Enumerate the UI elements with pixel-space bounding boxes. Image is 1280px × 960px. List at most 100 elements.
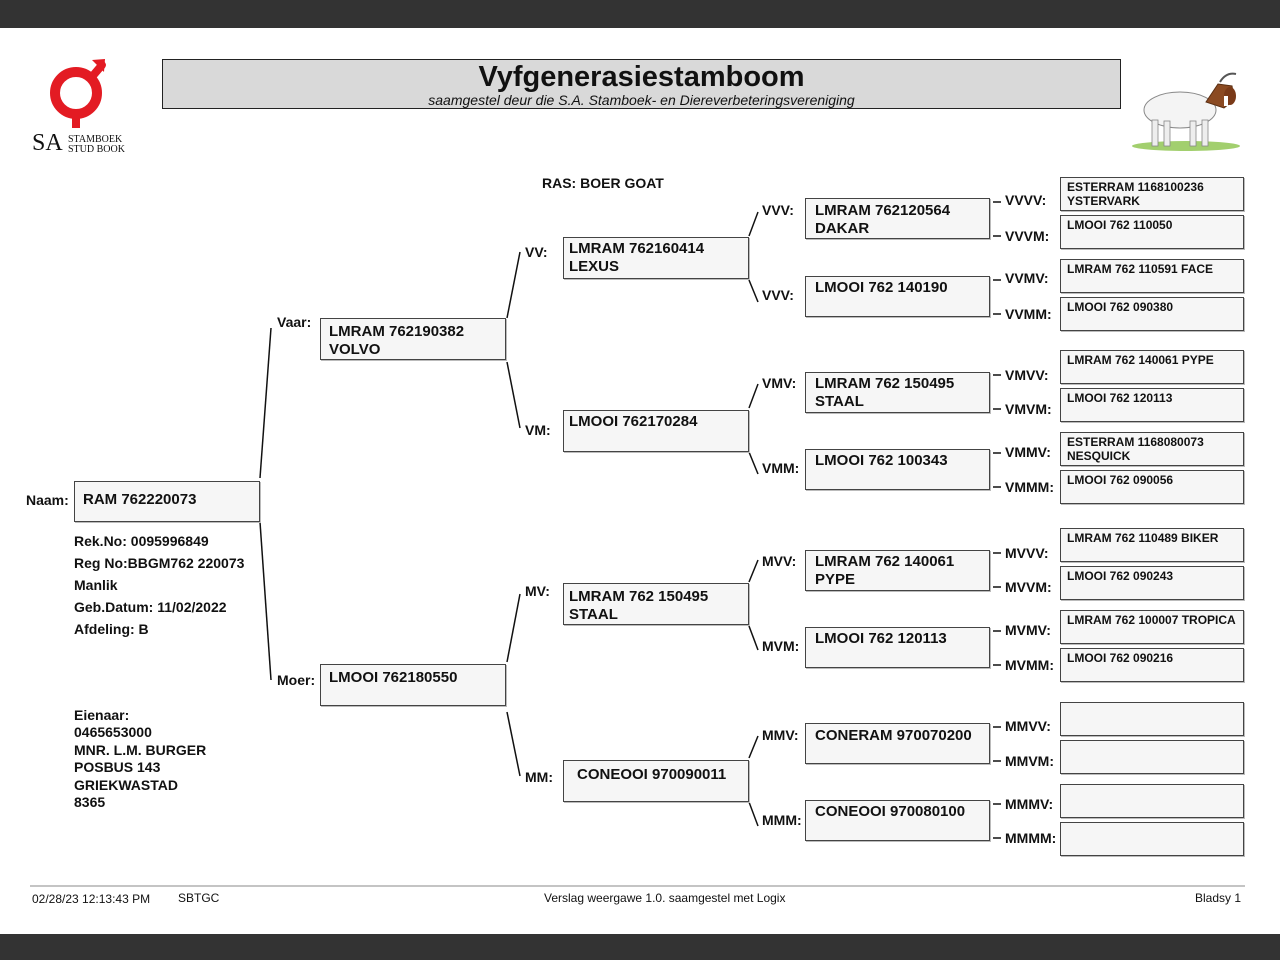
mmmm-box[interactable] (1060, 822, 1244, 856)
connector-mvv (748, 559, 759, 583)
reg-no: Reg No:BBGM762 220073 (74, 555, 245, 571)
mvvv-label: MVVV: (1005, 545, 1049, 561)
dam-label: Moer: (277, 672, 316, 688)
report-header: Vyfgenerasiestamboom saamgestel deur die… (162, 59, 1121, 109)
connector-mvm (748, 625, 759, 651)
vv-label: VV: (525, 244, 548, 260)
footer-report: Verslag weergawe 1.0. saamgestel met Log… (544, 891, 786, 905)
vmmv-label: VMMV: (1005, 444, 1051, 460)
subject-animal-box[interactable]: RAM 762220073 (74, 481, 260, 522)
connector-mmm (748, 801, 759, 827)
vvvv-box[interactable]: ESTERRAM 1168100236 YSTERVARK (1060, 177, 1244, 211)
mvmm-box[interactable]: LMOOI 762 090216 (1060, 648, 1244, 682)
vm-label: VM: (525, 422, 551, 438)
boer-goat-illustration-icon (1132, 72, 1240, 151)
mvvm-label: MVVM: (1005, 579, 1052, 595)
connector-vm (506, 361, 521, 429)
vmv-label: VMV: (762, 375, 797, 391)
logo-sa-text: SA (32, 130, 63, 156)
mvmv-box[interactable]: LMRAM 762 100007 TROPICA (1060, 610, 1244, 644)
viewer-bottom-bar (0, 934, 1280, 960)
viewer-top-bar (0, 0, 1280, 28)
vvmv-label: VVMV: (1005, 270, 1049, 286)
connector-vvm (748, 279, 759, 303)
dam-box[interactable]: LMOOI 762180550 (320, 664, 506, 706)
connector-mm (506, 711, 521, 777)
vvm-label: VVV: (762, 287, 794, 303)
vmvm-label: VMVM: (1005, 401, 1052, 417)
vvmm-box[interactable]: LMOOI 762 090380 (1060, 297, 1244, 331)
vmmm-box[interactable]: LMOOI 762 090056 (1060, 470, 1244, 504)
vmvv-box[interactable]: LMRAM 762 140061 PYPE (1060, 350, 1244, 384)
studbook-logo: SA STAMBOEK STUD BOOK (30, 56, 134, 156)
mvm-box[interactable]: LMOOI 762 120113 (805, 627, 990, 668)
breed-label: RAS: BOER GOAT (542, 175, 664, 191)
mv-box[interactable]: LMRAM 762 150495 STAAL (563, 583, 749, 625)
logo-studbook-text: STUD BOOK (68, 144, 125, 155)
vmm-label: VMM: (762, 460, 800, 476)
connector-vv (506, 251, 521, 319)
vmvv-label: VMVV: (1005, 367, 1049, 383)
mvvm-box[interactable]: LMOOI 762 090243 (1060, 566, 1244, 600)
mv-label: MV: (525, 583, 550, 599)
report-title: Vyfgenerasiestamboom (478, 61, 805, 93)
connector-sire (259, 327, 272, 479)
vvm-box[interactable]: LMOOI 762 140190 (805, 276, 990, 317)
connector-vmv (748, 383, 759, 409)
mmv-box[interactable]: CONERAM 970070200 (805, 723, 990, 764)
connector-mmv (748, 735, 759, 759)
vm-box[interactable]: LMOOI 762170284 (563, 410, 749, 452)
mmmv-box[interactable] (1060, 784, 1244, 818)
vvmm-label: VVMM: (1005, 306, 1052, 322)
connector-vvv (748, 211, 759, 237)
mmvv-box[interactable] (1060, 702, 1244, 736)
goat-illustration (1128, 66, 1244, 152)
vv-box[interactable]: LMRAM 762160414 LEXUS (563, 237, 749, 279)
birth-date: Geb.Datum: 11/02/2022 (74, 599, 227, 615)
vvmv-box[interactable]: LMRAM 762 110591 FACE (1060, 259, 1244, 293)
mvv-box[interactable]: LMRAM 762 140061 PYPE (805, 550, 990, 591)
mvv-label: MVV: (762, 553, 797, 569)
vvv-box[interactable]: LMRAM 762120564 DAKAR (805, 198, 990, 239)
mvmm-label: MVMM: (1005, 657, 1054, 673)
section: Afdeling: B (74, 621, 149, 637)
vmv-box[interactable]: LMRAM 762 150495 STAAL (805, 372, 990, 413)
vmmv-box[interactable]: ESTERRAM 1168080073 NESQUICK (1060, 432, 1244, 466)
mvmv-label: MVMV: (1005, 622, 1051, 638)
mmvv-label: MMVV: (1005, 718, 1051, 734)
vvvv-label: VVVV: (1005, 192, 1047, 208)
footer-code: SBTGC (178, 891, 220, 905)
mmm-box[interactable]: CONEOOI 970080100 (805, 800, 990, 841)
connector-mv (506, 593, 521, 663)
mm-box[interactable]: CONEOOI 970090011 (563, 760, 749, 802)
rek-no: Rek.No: 0095996849 (74, 533, 209, 549)
report-subtitle: saamgestel deur die S.A. Stamboek- en Di… (428, 92, 855, 108)
mmmm-label: MMMM: (1005, 830, 1057, 846)
vmm-box[interactable]: LMOOI 762 100343 (805, 449, 990, 490)
sire-box[interactable]: LMRAM 762190382 VOLVO (320, 318, 506, 360)
vvv-label: VVV: (762, 202, 794, 218)
mmvm-box[interactable] (1060, 740, 1244, 774)
vvvm-box[interactable]: LMOOI 762 110050 (1060, 215, 1244, 249)
mmvm-label: MMVM: (1005, 753, 1054, 769)
vvvm-label: VVVM: (1005, 228, 1050, 244)
sire-label: Vaar: (277, 314, 312, 330)
connector-dam (259, 521, 272, 681)
name-label: Naam: (26, 492, 69, 508)
mvm-label: MVM: (762, 638, 800, 654)
sex: Manlik (74, 577, 118, 593)
vmvm-box[interactable]: LMOOI 762 120113 (1060, 388, 1244, 422)
footer-datetime: 02/28/23 12:13:43 PM (32, 892, 151, 906)
vmmm-label: VMMM: (1005, 479, 1054, 495)
mmm-label: MMM: (762, 812, 802, 828)
logo-stamboek-text: STAMBOEK (68, 134, 123, 145)
mmv-label: MMV: (762, 727, 799, 743)
sa-studbook-logo-icon (50, 59, 106, 128)
footer-page: Bladsy 1 (1195, 891, 1242, 905)
owner-label: Eienaar: (74, 707, 130, 723)
connector-vmm (748, 451, 759, 475)
owner-details: 0465653000 MNR. L.M. BURGER POSBUS 143 G… (74, 724, 207, 810)
mmmv-label: MMMV: (1005, 796, 1054, 812)
mvvv-box[interactable]: LMRAM 762 110489 BIKER (1060, 528, 1244, 562)
